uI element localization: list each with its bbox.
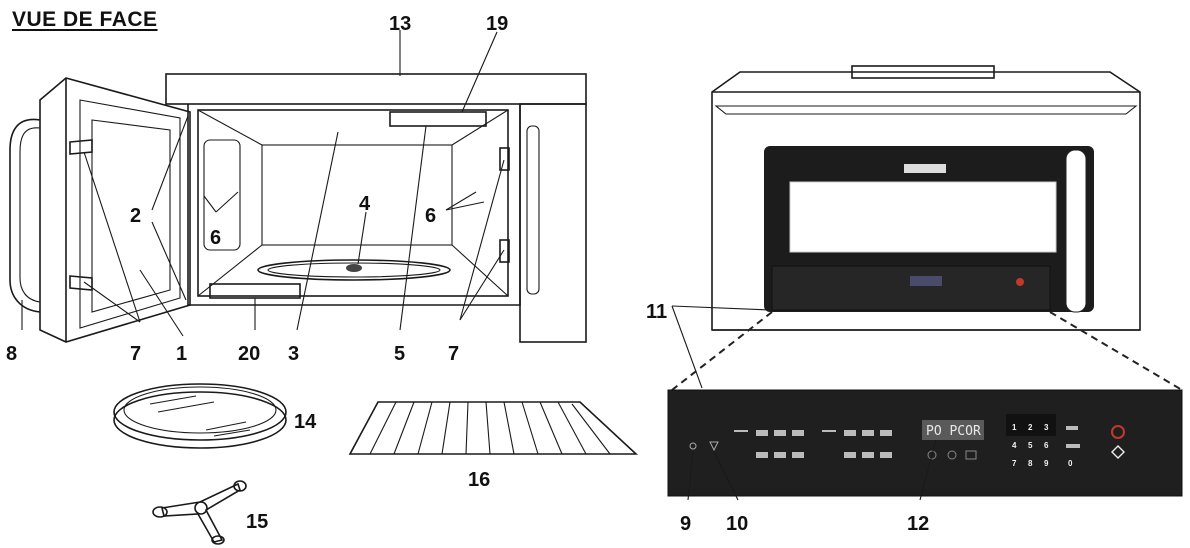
roller-ring	[152, 480, 247, 545]
callout-10: 10	[726, 513, 748, 535]
light-icon	[689, 442, 697, 450]
waveguide-cover	[389, 111, 487, 127]
callout-20: 20	[238, 343, 260, 365]
key-4[interactable]: 4	[1012, 441, 1017, 450]
door-window	[79, 99, 181, 329]
control-panel-small	[771, 265, 1051, 311]
latch-slot-top	[499, 147, 510, 171]
callout-8: 8	[6, 343, 17, 365]
callout-9: 9	[680, 513, 691, 535]
key-9[interactable]: 9	[1044, 459, 1049, 468]
number-keypad: 1 2 3 4 5 6 7 8 9 0	[1006, 414, 1080, 468]
callout-4: 4	[359, 193, 371, 215]
display-icons	[927, 450, 977, 460]
cavity-back-wall	[261, 144, 453, 246]
oven-side-handle	[526, 125, 540, 295]
cooking-rack	[348, 401, 639, 455]
stop-icon[interactable]	[1111, 425, 1125, 439]
turntable-in-cavity	[257, 259, 451, 281]
key-3[interactable]: 3	[1044, 423, 1049, 432]
oven-side-panel	[519, 103, 587, 343]
callout-13: 13	[389, 13, 411, 35]
small-display	[910, 276, 942, 286]
callout-12: 12	[907, 513, 929, 535]
key-1[interactable]: 1	[1012, 423, 1017, 432]
control-panel-zoom: PO PCOR 1 2 3 4 5 6 7 8 9 0	[667, 389, 1183, 497]
callout-6-right: 6	[425, 205, 436, 227]
brand-plate	[904, 164, 946, 173]
door-handle	[9, 118, 41, 313]
key-0[interactable]: 0	[1068, 459, 1073, 468]
key-2[interactable]: 2	[1028, 423, 1033, 432]
key-6[interactable]: 6	[1044, 441, 1049, 450]
callout-7-right: 7	[448, 343, 459, 365]
callout-19: 19	[486, 13, 508, 35]
callout-15: 15	[246, 511, 268, 533]
front-vent-strip	[714, 105, 1138, 115]
left-wall-vent	[203, 139, 241, 251]
callout-6-left: 6	[210, 227, 221, 249]
key-7[interactable]: 7	[1012, 459, 1017, 468]
callout-2: 2	[130, 205, 141, 227]
callout-labels: 2 7 1 8 20 3 5 7 6 6 4 13 19 14 15 16 11…	[6, 13, 929, 535]
turntable-hub	[346, 264, 362, 272]
oven-top-vent	[165, 73, 587, 105]
oven-cavity	[197, 109, 509, 297]
key-8[interactable]: 8	[1028, 459, 1033, 468]
callout-16: 16	[468, 469, 490, 491]
door-latch-bottom	[69, 275, 93, 291]
key-5[interactable]: 5	[1028, 441, 1033, 450]
panel-display	[922, 420, 984, 440]
top-vent	[851, 65, 995, 79]
function-buttons	[734, 430, 892, 458]
glass-tray	[113, 383, 287, 449]
door-latch-top	[69, 139, 93, 155]
closed-oven-front	[711, 65, 1141, 331]
start-icon[interactable]	[1111, 445, 1125, 459]
page-title: VUE DE FACE	[12, 8, 158, 31]
oven-door	[39, 77, 191, 343]
fan-icon	[709, 441, 719, 452]
front-handle	[1065, 149, 1087, 313]
callout-14: 14	[294, 411, 317, 433]
callout-3: 3	[288, 343, 299, 365]
callout-5: 5	[394, 343, 405, 365]
open-oven	[9, 30, 587, 343]
callout-11: 11	[646, 301, 667, 323]
latch-slot-bottom	[499, 239, 510, 263]
small-power-icon	[1016, 278, 1024, 286]
display-text: PO PCOR	[926, 424, 981, 439]
callout-7-left: 7	[130, 343, 141, 365]
callout-1: 1	[176, 343, 187, 365]
front-window	[789, 181, 1057, 253]
